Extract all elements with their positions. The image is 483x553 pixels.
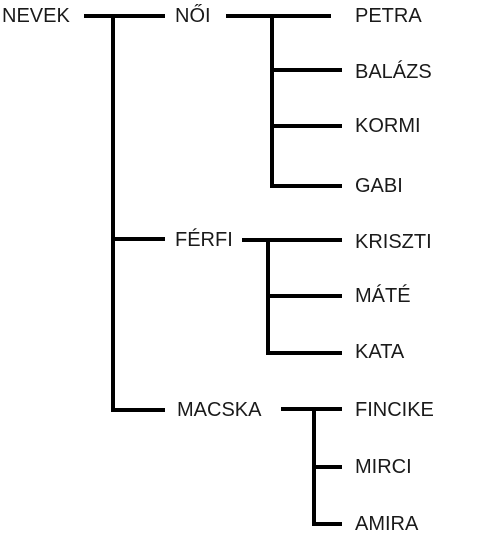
group-ferfi: FÉRFI <box>175 229 233 251</box>
root-node: NEVEK <box>2 5 70 27</box>
leaf-fincike: FINCIKE <box>355 399 434 421</box>
leaf-mate: MÁTÉ <box>355 285 411 307</box>
leaf-kata: KATA <box>355 341 405 363</box>
leaf-petra: PETRA <box>355 5 422 27</box>
group-noi: NŐI <box>175 5 211 27</box>
leaf-kriszti: KRISZTI <box>355 231 432 253</box>
leaf-mirci: MIRCI <box>355 456 412 478</box>
leaf-gabi: GABI <box>355 175 403 197</box>
leaf-kormi: KORMI <box>355 115 421 137</box>
group-macska: MACSKA <box>177 399 262 421</box>
leaf-balazs: BALÁZS <box>355 61 432 83</box>
leaf-amira: AMIRA <box>355 513 419 535</box>
